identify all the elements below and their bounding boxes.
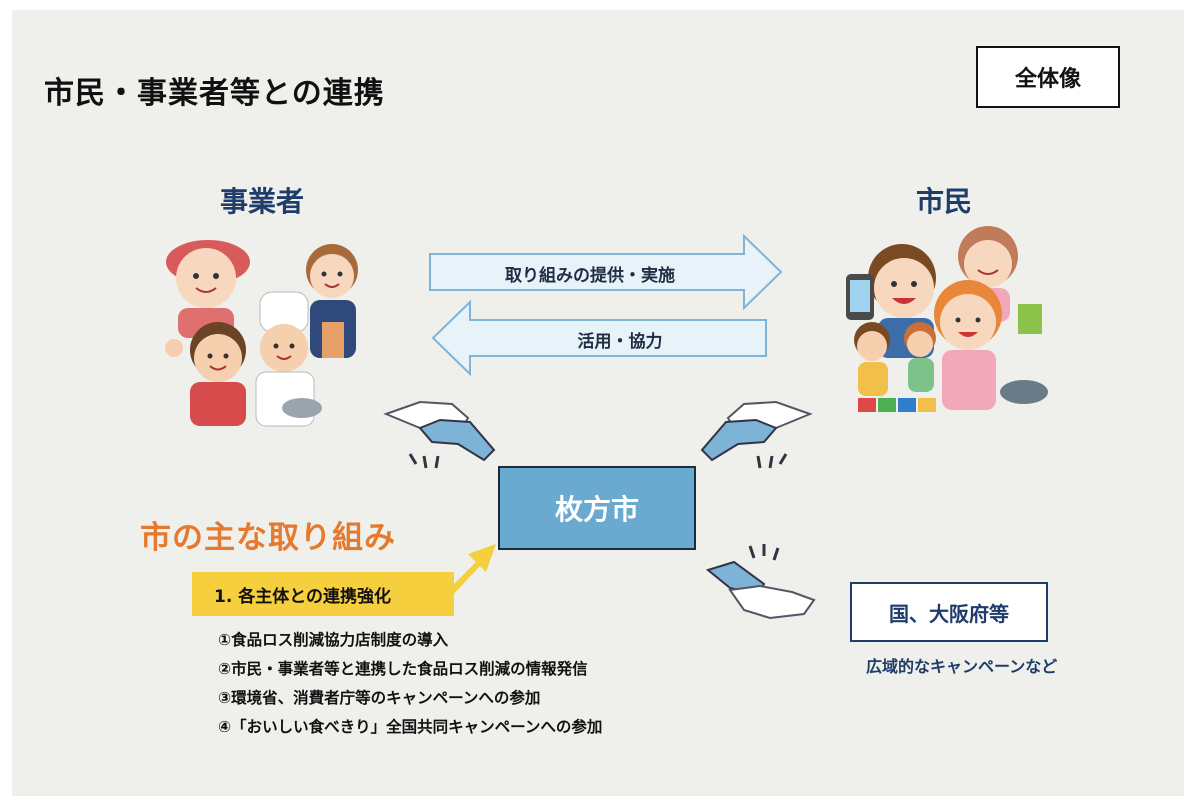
initiative-item: ①食品ロス削減協力店制度の導入 [218, 631, 449, 649]
provide-arrow-right [429, 234, 783, 310]
national-note: 広域的なキャンペーンなど [866, 657, 1058, 676]
initiative-item: ②市民・事業者等と連携した食品ロス削減の情報発信 [218, 660, 588, 678]
initiative-tag: 1. 各主体との連携強化 [192, 572, 454, 616]
overall-view-badge: 全体像 [976, 46, 1120, 108]
initiatives-title: 市の主な取り組み [140, 520, 396, 556]
initiative-list: ①食品ロス削減協力店制度の導入 ②市民・事業者等と連携した食品ロス削減の情報発信… [218, 626, 602, 742]
handshake-icon [705, 544, 816, 620]
businesses-heading: 事業者 [220, 185, 305, 218]
initiative-item: ④「おいしい食べきり」全国共同キャンペーンへの参加 [218, 718, 603, 736]
page-title: 市民・事業者等との連携 [44, 76, 385, 111]
national-box: 国、大阪府等 [850, 582, 1048, 642]
initiative-item: ③環境省、消費者庁等のキャンペーンへの参加 [218, 689, 541, 707]
cooperate-arrow-left [431, 300, 767, 376]
handshake-icon [383, 400, 496, 469]
cooperate-arrow-label: 活用・協力 [577, 332, 663, 352]
city-box: 枚方市 [498, 466, 696, 550]
initiative-arrow [444, 544, 496, 598]
citizens-illustration [846, 226, 1048, 412]
businesses-illustration [165, 240, 358, 427]
provide-arrow-label: 取り組みの提供・実施 [505, 266, 675, 286]
handshake-icon [700, 400, 813, 469]
citizens-heading: 市民 [916, 185, 973, 218]
